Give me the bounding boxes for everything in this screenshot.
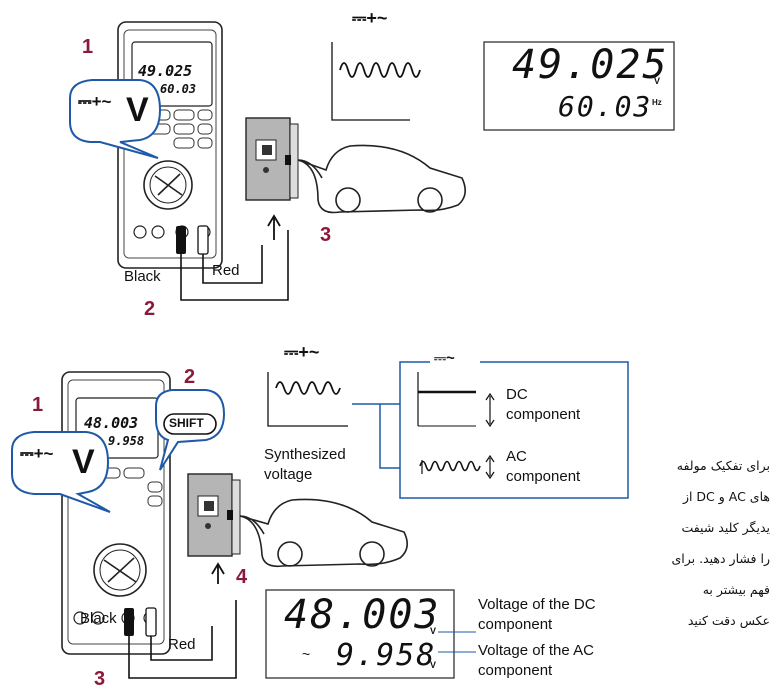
callout-dc-line2: component xyxy=(478,616,553,633)
bottom-step-2: 2 xyxy=(184,366,196,388)
top-big-display-unit-hz: Hz xyxy=(652,98,662,107)
dc-label-line2: component xyxy=(506,406,581,423)
bottom-bubble-mode-icon: ⎓+~ xyxy=(20,444,54,463)
bottom-synth-waveform xyxy=(267,372,348,427)
top-big-display-sub: 60.03 xyxy=(558,90,653,123)
top-step-2: 2 xyxy=(144,298,156,320)
bottom-bubble-v-icon: V xyxy=(72,443,95,481)
persian-note-line-1: برای تفکیک مولفه xyxy=(676,458,770,473)
persian-note-line-2: های AC و DC از xyxy=(682,489,770,504)
synth-label-line2: voltage xyxy=(264,466,313,483)
bottom-wave-mode-symbol: ⎓+~ xyxy=(284,342,320,362)
synth-label-line1: Synthesized xyxy=(264,446,346,463)
bottom-display-ac-symbol: ~ xyxy=(302,646,311,662)
top-black-label: Black xyxy=(124,268,161,285)
top-red-label: Red xyxy=(212,262,240,279)
bottom-display-main: 48.003 xyxy=(284,592,441,638)
bottom-step-1: 1 xyxy=(32,394,44,416)
top-step-1: 1 xyxy=(82,36,94,58)
bottom-meter-reading-sub: 9.958 xyxy=(108,434,145,448)
bottom-step-4: 4 xyxy=(236,566,248,588)
dc-label-line1: DC xyxy=(506,386,528,403)
split-components-box xyxy=(399,354,629,499)
persian-note-line-5: فهم بیشتر به xyxy=(702,582,770,597)
top-wave-mode-symbol: ⎓+~ xyxy=(352,8,388,28)
top-mode-bubble xyxy=(69,79,162,159)
bottom-black-label: Black xyxy=(80,610,117,627)
top-car-outline xyxy=(297,144,466,214)
split-box-symbol: ⎓~ xyxy=(434,350,455,367)
bottom-shift-bubble xyxy=(155,389,226,471)
top-step-3: 3 xyxy=(320,224,332,246)
top-big-display-unit-v: V xyxy=(654,76,661,86)
shift-button-label: SHIFT xyxy=(169,416,204,430)
top-bubble-v-icon: V xyxy=(126,91,149,129)
ac-label-line2: component xyxy=(506,468,581,485)
bottom-meter-reading-main: 48.003 xyxy=(84,414,139,432)
bottom-display-unit-ac: V xyxy=(430,660,437,670)
bottom-big-display xyxy=(265,589,476,679)
persian-note-line-3: یدیگر کلید شیفت xyxy=(681,520,770,535)
callout-ac-line2: component xyxy=(478,662,553,679)
bottom-step-3: 3 xyxy=(94,668,106,690)
top-synth-waveform xyxy=(331,42,421,121)
top-big-display-main: 49.025 xyxy=(512,42,669,88)
ac-label-line1: AC xyxy=(506,448,527,465)
bottom-test-box xyxy=(187,473,241,557)
bottom-red-label: Red xyxy=(168,636,196,653)
top-big-display xyxy=(483,41,675,131)
top-bubble-mode-icon: ⎓+~ xyxy=(78,92,112,111)
top-test-box xyxy=(245,117,299,201)
persian-note-line-6: عکس دقت کنید xyxy=(687,613,770,628)
callout-ac-line1: Voltage of the AC xyxy=(478,642,594,659)
bottom-probe-leads xyxy=(124,562,237,679)
bottom-car-outline xyxy=(239,498,408,568)
callout-dc-line1: Voltage of the DC xyxy=(478,596,596,613)
bottom-mode-bubble xyxy=(11,431,111,513)
top-meter-reading-sub: 60.03 xyxy=(160,82,197,96)
persian-note-line-4: را فشار دهید. برای xyxy=(671,551,771,566)
top-probe-leads xyxy=(176,214,289,301)
bottom-display-unit-dc: V xyxy=(430,626,437,636)
top-meter-reading-main: 49.025 xyxy=(138,62,193,80)
bottom-display-sub: 9.958 xyxy=(336,638,437,673)
